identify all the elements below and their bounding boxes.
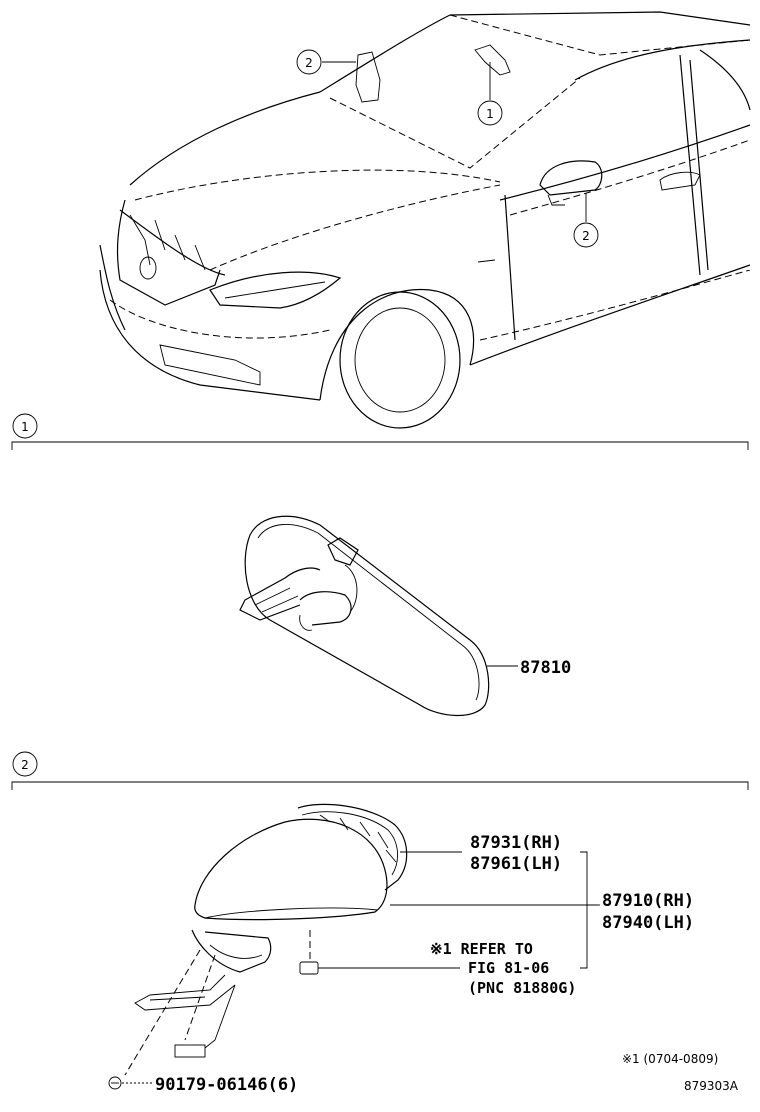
svg-text:1: 1	[486, 107, 494, 121]
section-1-header: 1	[11, 413, 749, 450]
callout-2-windshield: 2	[296, 49, 322, 75]
svg-text:2: 2	[305, 56, 313, 70]
part-number-87940-lh: 87940(LH)	[602, 913, 694, 933]
part-number-90179-06146: 90179-06146(6)	[155, 1075, 298, 1095]
part-number-87810: 87810	[520, 658, 571, 678]
svg-text:1: 1	[21, 420, 29, 434]
part-number-87910-rh: 87910(RH)	[602, 891, 694, 911]
inner-rear-view-mirror	[239, 515, 518, 717]
outer-rear-view-mirror	[108, 803, 600, 1090]
car-illustration	[99, 11, 751, 429]
refer-note-line-1: ※1 REFER TO	[430, 940, 533, 958]
callout-2-door: 2	[573, 222, 599, 248]
footnote: ※1 (0704-0809)	[622, 1052, 718, 1066]
section-2-header: 2	[11, 751, 749, 790]
figure-id: 879303A	[684, 1079, 739, 1093]
svg-text:2: 2	[21, 758, 29, 772]
refer-note-line-3: (PNC 81880G)	[468, 979, 576, 997]
svg-text:2: 2	[582, 229, 590, 243]
part-number-87961-lh: 87961(LH)	[470, 854, 562, 874]
callout-1-roof: 1	[477, 100, 503, 126]
refer-note-line-2: FIG 81-06	[468, 959, 549, 977]
part-number-87931-rh: 87931(RH)	[470, 833, 562, 853]
